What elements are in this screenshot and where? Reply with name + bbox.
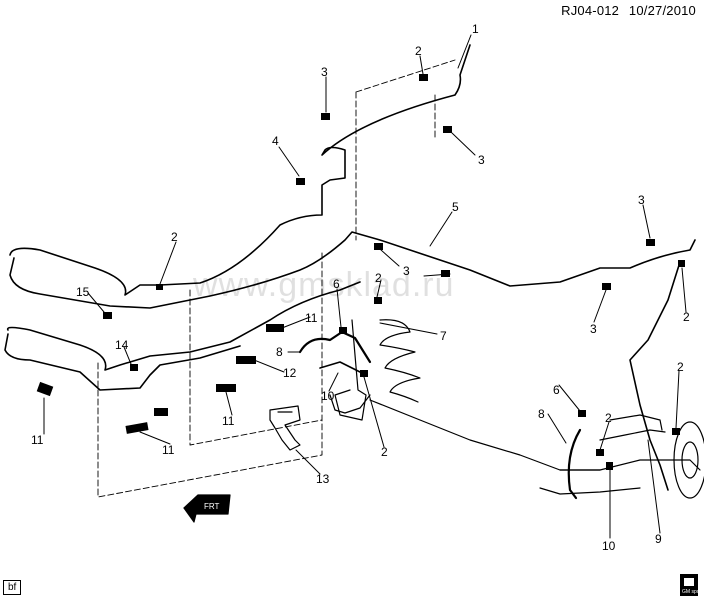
callout-8a: 8 xyxy=(276,345,283,359)
callout-10b: 10 xyxy=(602,539,616,553)
diagram-date: 10/27/2010 xyxy=(628,3,696,18)
gm-logo: GM spo xyxy=(680,574,700,596)
front-hose-fitting xyxy=(319,361,361,373)
callout-5: 5 xyxy=(452,200,459,214)
callout-2f: 2 xyxy=(605,411,612,425)
callout-2a: 2 xyxy=(415,44,422,58)
callout-10a: 10 xyxy=(321,389,335,403)
brake-pipe-front-upper-b xyxy=(9,231,696,309)
callout-11c: 11 xyxy=(162,443,175,457)
callout-2d: 2 xyxy=(683,310,690,324)
callout-2c: 2 xyxy=(375,271,382,285)
callout-13: 13 xyxy=(316,472,330,486)
clip-group-11 xyxy=(36,324,284,434)
callout-7: 7 xyxy=(440,329,447,343)
watermark: www.gmsklad.ru xyxy=(193,266,455,304)
callout-6b: 6 xyxy=(553,383,560,397)
callout-3a: 3 xyxy=(321,65,328,79)
diagram-code: RJ04-012 xyxy=(561,3,620,18)
callout-3b: 3 xyxy=(478,153,485,167)
callout-15: 15 xyxy=(76,285,90,299)
brake-pipe-rear-right xyxy=(629,261,681,491)
callout-3e: 3 xyxy=(590,322,597,336)
callout-12: 12 xyxy=(283,366,297,380)
brake-pipe-left-lower-b xyxy=(4,333,241,391)
callout-4: 4 xyxy=(272,134,279,148)
callout-2g: 2 xyxy=(677,360,684,374)
diagram-header: RJ04-012 10/27/2010 xyxy=(555,3,696,18)
front-direction-arrow: FRT xyxy=(183,494,231,523)
front-arrow-label: FRT xyxy=(204,502,220,511)
brake-pipe-front-upper xyxy=(9,44,471,296)
callout-3d: 3 xyxy=(403,264,410,278)
callout-6a: 6 xyxy=(333,277,340,291)
callout-8b: 8 xyxy=(538,407,545,421)
callout-labels: 1 2 2 2 2 2 2 2 3 3 3 3 3 4 5 6 6 7 8 8 … xyxy=(31,22,690,553)
callout-2e: 2 xyxy=(381,445,388,459)
callout-1: 1 xyxy=(472,22,479,36)
rear-brake-hose xyxy=(567,428,582,500)
callout-11a: 11 xyxy=(305,311,318,325)
footer-tag: bf xyxy=(3,580,22,595)
front-brake-hose xyxy=(298,330,372,364)
callout-11b: 11 xyxy=(31,433,44,447)
callout-9: 9 xyxy=(655,532,662,546)
callout-11d: 11 xyxy=(222,414,235,428)
gm-logo-text: GM spo xyxy=(682,589,700,595)
callout-14: 14 xyxy=(115,338,129,352)
phantom-outline xyxy=(97,59,456,498)
leader-lines xyxy=(43,34,687,539)
rear-axle xyxy=(539,414,704,499)
bracket-13 xyxy=(269,405,301,451)
brake-pipe-left-lower xyxy=(6,281,361,371)
callout-3c: 3 xyxy=(638,193,645,207)
small-clips xyxy=(103,74,685,470)
callout-2b: 2 xyxy=(171,230,178,244)
